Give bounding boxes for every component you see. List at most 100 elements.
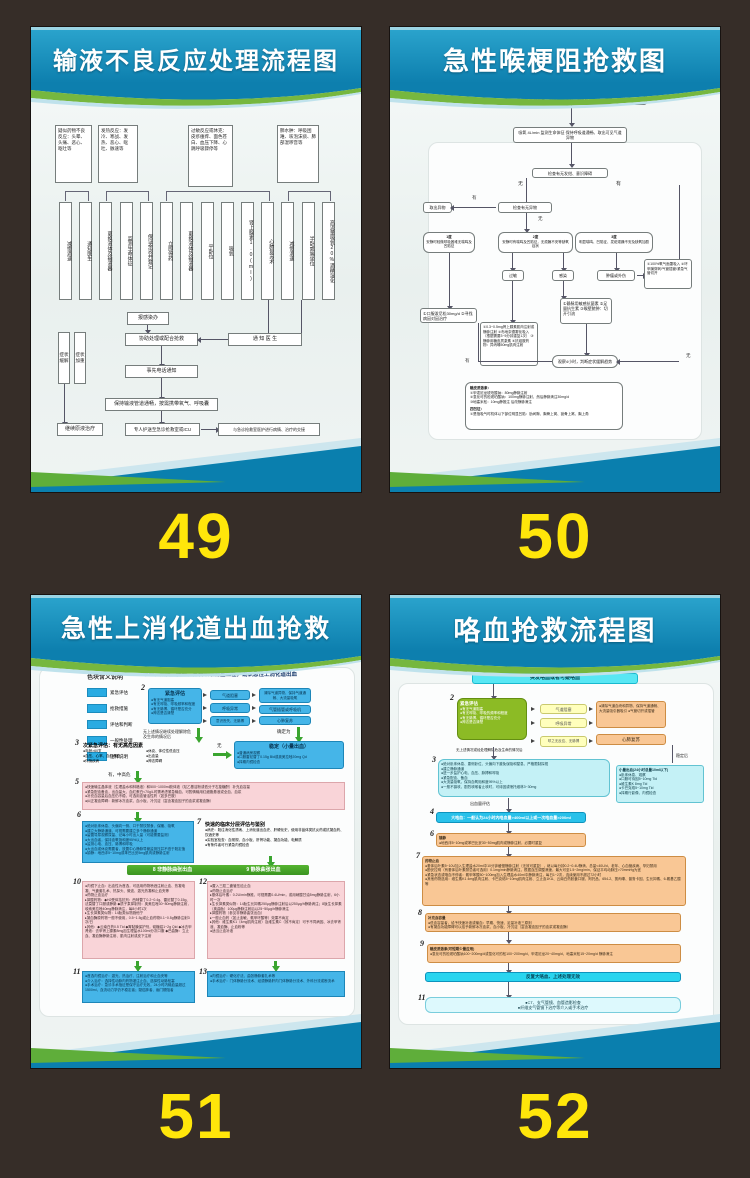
poster-gi-bleeding: 急性上消化道出血抢救 1 呕血、黑便、便血、胃管吸取物呈血性，确认急性上消化道出… (31, 595, 361, 1068)
legend-label: 评估和判断 (110, 721, 133, 727)
catalog-number: 51 (158, 1080, 234, 1152)
cause-box: 感染 (552, 270, 574, 281)
arrow-right-icon (252, 706, 256, 710)
arrow-right-icon (531, 721, 535, 725)
bullet: ●镇静：地西泮5~10mg或苯巴比妥5mg肌肉或静脉注射 (85, 851, 170, 856)
box-title: 稳定（小量出血） (268, 744, 309, 750)
arrow-left-icon (450, 204, 496, 211)
legend: 紧急评估 抢救措施 评估和判断 一般性处理 注释说明 (87, 688, 149, 768)
general-care-box: ●绝对卧床休息、患侧卧位、头偏向下避免误吸和窒息、严格限制探视 ●建立静脉通道 … (438, 759, 610, 797)
bullet: ●有无气道阻塞 (151, 697, 175, 702)
bullet: ●大流量吸氧，保持血氧饱和度95%以上 (441, 780, 503, 785)
bullet: ●神志是否清楚 (460, 720, 484, 725)
arrow-down-icon (505, 982, 512, 999)
banner-label: 9 静脉曲张出血 (246, 867, 281, 873)
cause-box: 肿瘤或外伤 (597, 270, 635, 281)
bullet: ●有凝血功能障碍可以给予新鲜冰冻血浆、血小板、冷沉淀（富含凝血因子的血浆或凝血酶… (428, 925, 571, 930)
major-hemoptysis-banner: 大咯血：一般认为24小时内咯血量>400ml以上或一次咯血量>200ml (436, 812, 586, 823)
bullet: ●其他药物选用：维生素K1 4mg肌肉注射、卡巴克络5~10mg肌肉注射、立止血… (425, 877, 681, 886)
arrow-right-icon (531, 707, 535, 711)
bullet: ▸生长抑素类似物：14肽类似物施他宁 (85, 911, 144, 916)
legend-title: 色块含义说明 (87, 675, 124, 681)
bullet: ●留置导尿观察尿量、记每小时出入量（可能需要监测） (85, 833, 172, 838)
bullet: ●氢化可的松琥珀酸钠100~200mg/d或氢化可的松100~200mg/d、甲… (430, 951, 613, 956)
branch-box: 呼之无反应、无脉搏 (540, 736, 587, 747)
airway-box: ●清除气道血块和异物、保持气道通畅、大流量吸引器吸引 ●气管切开或插管 (596, 701, 666, 728)
branch-label: 有 (616, 181, 622, 187)
nonvariceal-treatment-box: ●首选内镜治疗：激光、热治疗、注射治疗和止血夹等 ●介入治疗：选择性动脉内药物灌… (82, 971, 195, 1003)
bullet: ▸抑酸药物（参见非静脉曲张出血） (210, 911, 265, 916)
step-number: 12 (199, 877, 207, 886)
observe-box: 观察4小时，判断症状缓解趋势 (552, 355, 618, 368)
flow-column: 监测生命体征 (119, 202, 133, 300)
arrow-down-icon (509, 253, 516, 272)
bullet: ●补充血容量后血压仍不稳，可选用血管活性药（如多巴胺） (85, 794, 179, 799)
catalog-number: 49 (158, 500, 234, 572)
bullet: ●年龄>60岁 (83, 749, 102, 753)
bullet: ●内镜下止血：出血性为首选，可选用药物喷洒注射止血、热凝电凝、气囊套扎术、热探头… (85, 884, 186, 893)
bleeding-type-banner: 8 非静脉曲张出血 9 静脉曲张出血 (127, 865, 309, 875)
arrow-right-icon (203, 706, 207, 710)
step-number: 11 (418, 993, 426, 1002)
cpr-box: 心肺复苏 (596, 734, 666, 745)
connector-line (478, 323, 479, 361)
bullet: ●纤维支气管镜下治疗等介入或手术治疗 (517, 1005, 589, 1011)
arrow-down-icon (446, 253, 453, 310)
branch-label: 确定为 (277, 729, 291, 734)
step-number: 2 (450, 693, 454, 702)
bullet: ●药物止血治疗 (210, 888, 234, 893)
legend-label: 一般性处理 (110, 737, 133, 743)
arrow-down-icon (568, 105, 575, 127)
bullet: ●择期行影像、内镜检查 (619, 790, 657, 795)
arrow-down-icon (490, 747, 497, 760)
step-number: 3 (432, 755, 436, 764)
poster-header: 急性上消化道出血抢救 (31, 595, 361, 651)
arrow-down-icon (505, 823, 512, 835)
arrow-left-icon (197, 336, 228, 343)
bullet: ●手术治疗：急诊手术指征是保守治疗无效，24小时内输血量超过1500ml，血流动… (85, 983, 186, 992)
step-number: 7 (197, 817, 201, 826)
bullet: ●择期内镜检查 (237, 759, 261, 764)
bullet: ●有无脉搏、循环是否充分 (460, 715, 501, 720)
green-arrow-right-icon (213, 750, 232, 759)
bullet: ●有无呼吸、呼吸的频率和程度 (460, 711, 508, 716)
branch-label: 有 (465, 358, 470, 363)
degree-box: 2度 安静时有喘鸣及凹陷征，无烦躁不安等缺氧症状 (498, 232, 573, 253)
bullet: ▸一般止血药（如止血敏、氨甲环酸等）效果不肯定 (210, 915, 289, 920)
branch-box: 气道阻塞 (210, 690, 250, 700)
degree-text: 明显喘鸣、凹陷征、发绀烦躁不安及缺氧加剧 (579, 239, 649, 244)
bullet: ●垂体后叶素5~10U加入生理盐水20ml中10分钟缓慢静脉注射（无效可重复），… (425, 863, 657, 868)
bullet: ▸凝血酶原药物一般不使用，0.5~1.5g或止血药物0.1~0.5g静脉注射3次… (85, 915, 190, 925)
green-arrow-down-icon (266, 856, 275, 868)
green-arrow-down-icon (133, 771, 142, 784)
bullet: ●监测心电、血压、脉搏和呼吸 (85, 842, 133, 847)
arrow-right-icon (589, 707, 593, 711)
arrow-down-icon (568, 143, 575, 168)
branch-box: 呼吸异常 (210, 703, 250, 713)
bullet: ●建立大静脉通道、可视需要建立多个静脉通道 (85, 828, 158, 833)
action-columns: 减慢滴速 通知医生 更换液体及输液器 监测生命体征 保证余液并登记 立即停药 更… (59, 202, 335, 300)
green-arrow-down-icon (271, 961, 280, 972)
legend-swatch (87, 736, 107, 745)
poster-title: 急性上消化道出血抢救 (60, 615, 331, 643)
arrow-right-icon (589, 739, 593, 743)
arrow-down-icon (505, 847, 512, 858)
action-box: 气管插管或呼吸机 (259, 705, 311, 714)
green-arrow-down-icon (294, 727, 303, 743)
note-line: ①甲泼尼龙琥珀酸钠：80mg静脉注射 (470, 390, 528, 395)
degree-title: 3度 (611, 235, 617, 239)
bullet: ●伴随疾病 (83, 759, 100, 763)
bullet: ▸其他：维生素K1（4mg肌肉注射）及维生素C（效不肯定）可予不同病因、冰去甲肾… (210, 920, 341, 929)
branch-label: 出血量评估 (470, 801, 490, 806)
bullet: ●纠正凝血障碍：新鲜冰冻血浆、血小板、冷沉淀（富含凝血因子的血浆或凝血酶） (85, 798, 214, 803)
arrow-down-icon (560, 281, 567, 300)
note-line: ②氢化可的松琥珀酸钠：100mg静脉注射，然后静脉滴注30mg/d (470, 395, 570, 400)
flow-column: 减慢滴速 (281, 202, 295, 300)
poster-title: 咯血抢救流程图 (453, 616, 657, 646)
connector-line (616, 358, 679, 365)
bullet: ●低血容量者，给予快速补液或输血：早期、快速、足量补液三原则 (428, 920, 532, 925)
branch-label: 无 (518, 181, 524, 187)
box-title: 小量出血(24小时总量10ml以下) (619, 768, 669, 772)
step-number: 5 (75, 777, 79, 786)
refractory-banner: 反复大咯血、上述处理无效 (425, 972, 681, 982)
